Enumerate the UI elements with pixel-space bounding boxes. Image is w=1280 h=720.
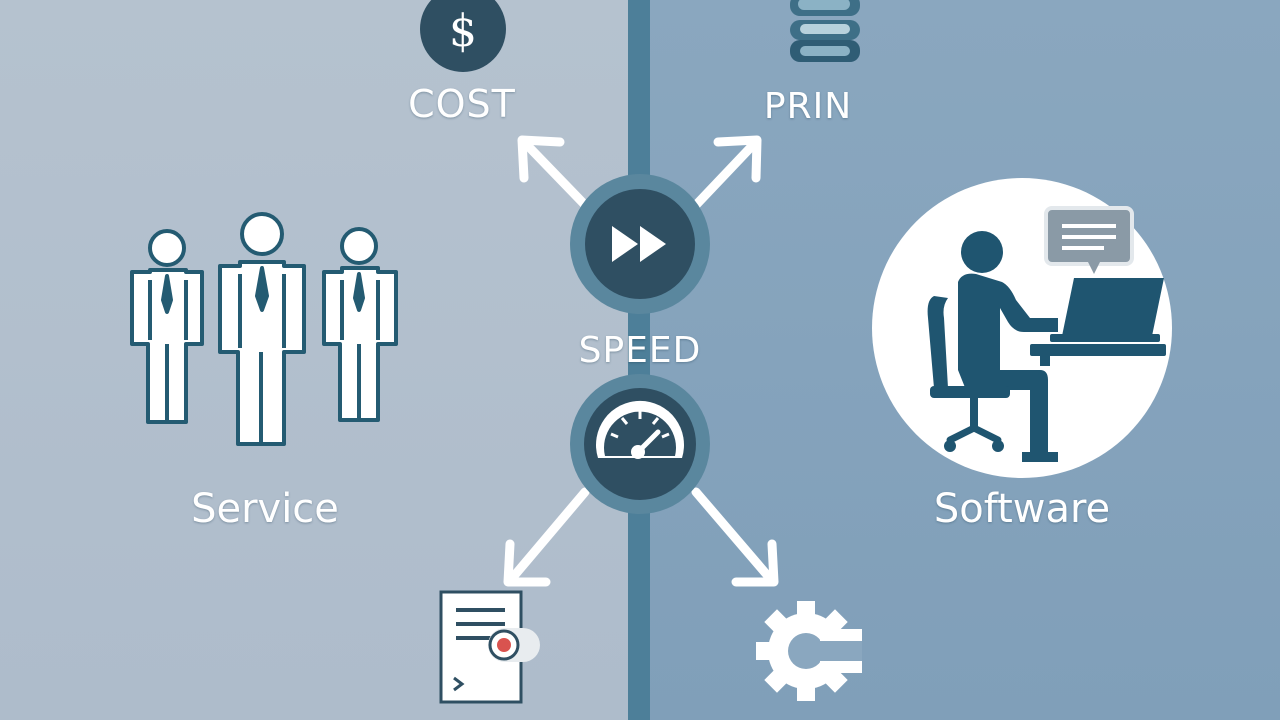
chat-bubble-icon	[1044, 206, 1134, 274]
arrow-to-prin	[691, 135, 762, 210]
fast-forward-icon	[570, 174, 710, 314]
person-at-computer-icon	[872, 178, 1172, 478]
label-software: Software	[933, 486, 1111, 532]
people-icon	[130, 212, 398, 446]
coins-icon	[790, 0, 860, 62]
arrow-to-bottom-right	[691, 487, 779, 587]
label-prin: PRIN	[763, 86, 853, 127]
svg-text:$: $	[449, 6, 477, 57]
dollar-icon: $	[420, 0, 506, 72]
label-cost: COST	[408, 82, 516, 126]
left-panel-service	[0, 0, 632, 720]
label-service: Service	[191, 486, 339, 532]
gear-icon	[756, 601, 862, 701]
person-left	[130, 229, 204, 424]
document-certificate-icon	[439, 590, 540, 704]
label-speed: SPEED	[578, 330, 702, 371]
person-middle	[218, 212, 306, 446]
person-right	[322, 227, 398, 422]
arrow-to-cost	[517, 135, 590, 210]
speedometer-icon	[570, 374, 710, 514]
arrow-to-bottom-left	[503, 487, 590, 587]
